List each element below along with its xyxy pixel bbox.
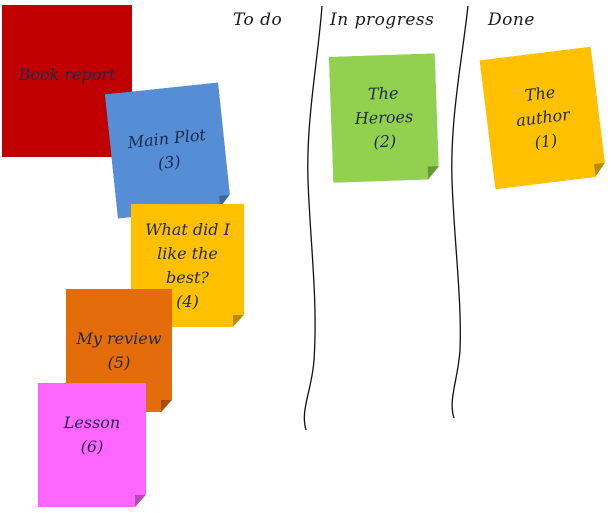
sticky-note-main-plot[interactable]: Main Plot(3)	[105, 82, 231, 218]
sticky-note-line: best?	[166, 267, 209, 287]
sticky-note-what-did-i-like[interactable]: What did I like the best? (4)	[131, 204, 244, 327]
sticky-note-line: (2)	[373, 131, 397, 152]
sticky-note-text: Book report	[11, 57, 124, 93]
sticky-note-line: What did I	[145, 219, 230, 239]
sticky-note-text: Main Plot(3)	[118, 116, 218, 186]
divider-in-progress-done	[451, 5, 469, 419]
sticky-note-line: (4)	[176, 291, 199, 311]
sticky-note-line: Book report	[18, 65, 116, 84]
sticky-note-text: My review (5)	[69, 321, 170, 381]
sticky-note-lesson[interactable]: Lesson (6)	[38, 383, 146, 507]
column-header-todo: To do	[233, 10, 283, 30]
sticky-note-line: The	[367, 83, 399, 104]
divider-todo-in-progress	[303, 5, 323, 431]
sticky-note-line: like the	[157, 243, 218, 263]
sticky-note-line: Lesson	[63, 413, 121, 432]
sticky-note-line: (5)	[107, 352, 131, 372]
column-header-in-progress: In progress	[330, 10, 435, 30]
sticky-note-line: (6)	[80, 437, 104, 456]
column-header-done: Done	[488, 10, 535, 30]
sticky-note-line: My review	[76, 328, 162, 348]
sticky-note-text: What did I like the best? (4)	[137, 212, 238, 320]
sticky-note-text: Lesson (6)	[56, 405, 128, 465]
sticky-note-line: Heroes	[354, 106, 414, 129]
